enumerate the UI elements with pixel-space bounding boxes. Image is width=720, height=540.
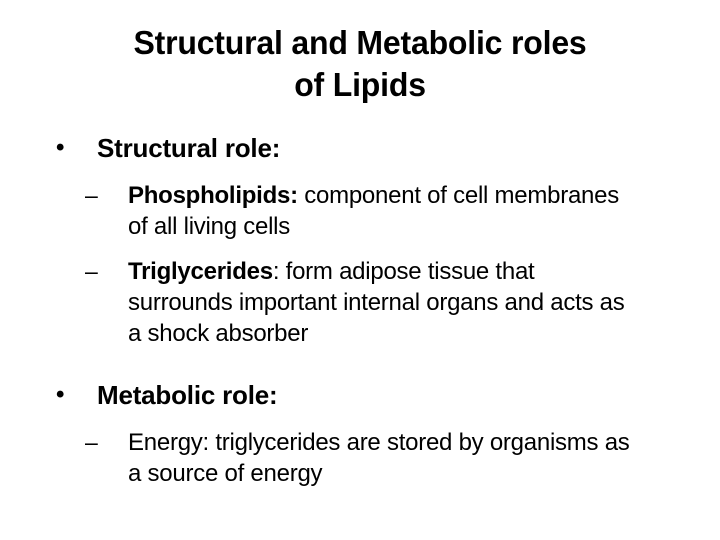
bullet-dash-icon: – [85, 429, 98, 455]
bullet-level1-metabolic-role: • Metabolic role: [0, 379, 720, 411]
bullet-level1-label: Metabolic role: [97, 380, 278, 410]
bullet-level1-label: Structural role: [97, 133, 281, 163]
bullet-level2-text: : form adipose tissue that surrounds imp… [128, 258, 625, 347]
page-title-line-2: of Lipids [294, 66, 426, 103]
bullet-level2-lead: Energy: [128, 429, 209, 456]
bullet-dash-icon: – [85, 182, 98, 208]
bullet-level2-text: triglycerides are stored by organisms as… [128, 429, 630, 487]
bullet-level2-triglycerides: – Triglycerides: form adipose tissue tha… [0, 256, 720, 349]
slide-body: • Structural role: – Phospholipids: comp… [0, 132, 720, 503]
bullet-dash-icon: – [85, 258, 98, 284]
bullet-level2-phospholipids: – Phospholipids: component of cell membr… [0, 180, 720, 242]
bullet-level2-lead: Triglycerides [128, 258, 273, 285]
bullet-dot-icon: • [56, 134, 65, 161]
bullet-level2-text: component of cell membranes of all livin… [128, 182, 619, 240]
bullet-dot-icon: • [56, 381, 65, 408]
bullet-level2-energy: – Energy: triglycerides are stored by or… [0, 427, 720, 489]
bullet-level2-lead: Phospholipids: [128, 182, 298, 209]
bullet-level1-structural-role: • Structural role: [0, 132, 720, 164]
page-title: Structural and Metabolic roles of Lipids [40, 22, 680, 106]
page-title-line-1: Structural and Metabolic roles [133, 24, 587, 61]
